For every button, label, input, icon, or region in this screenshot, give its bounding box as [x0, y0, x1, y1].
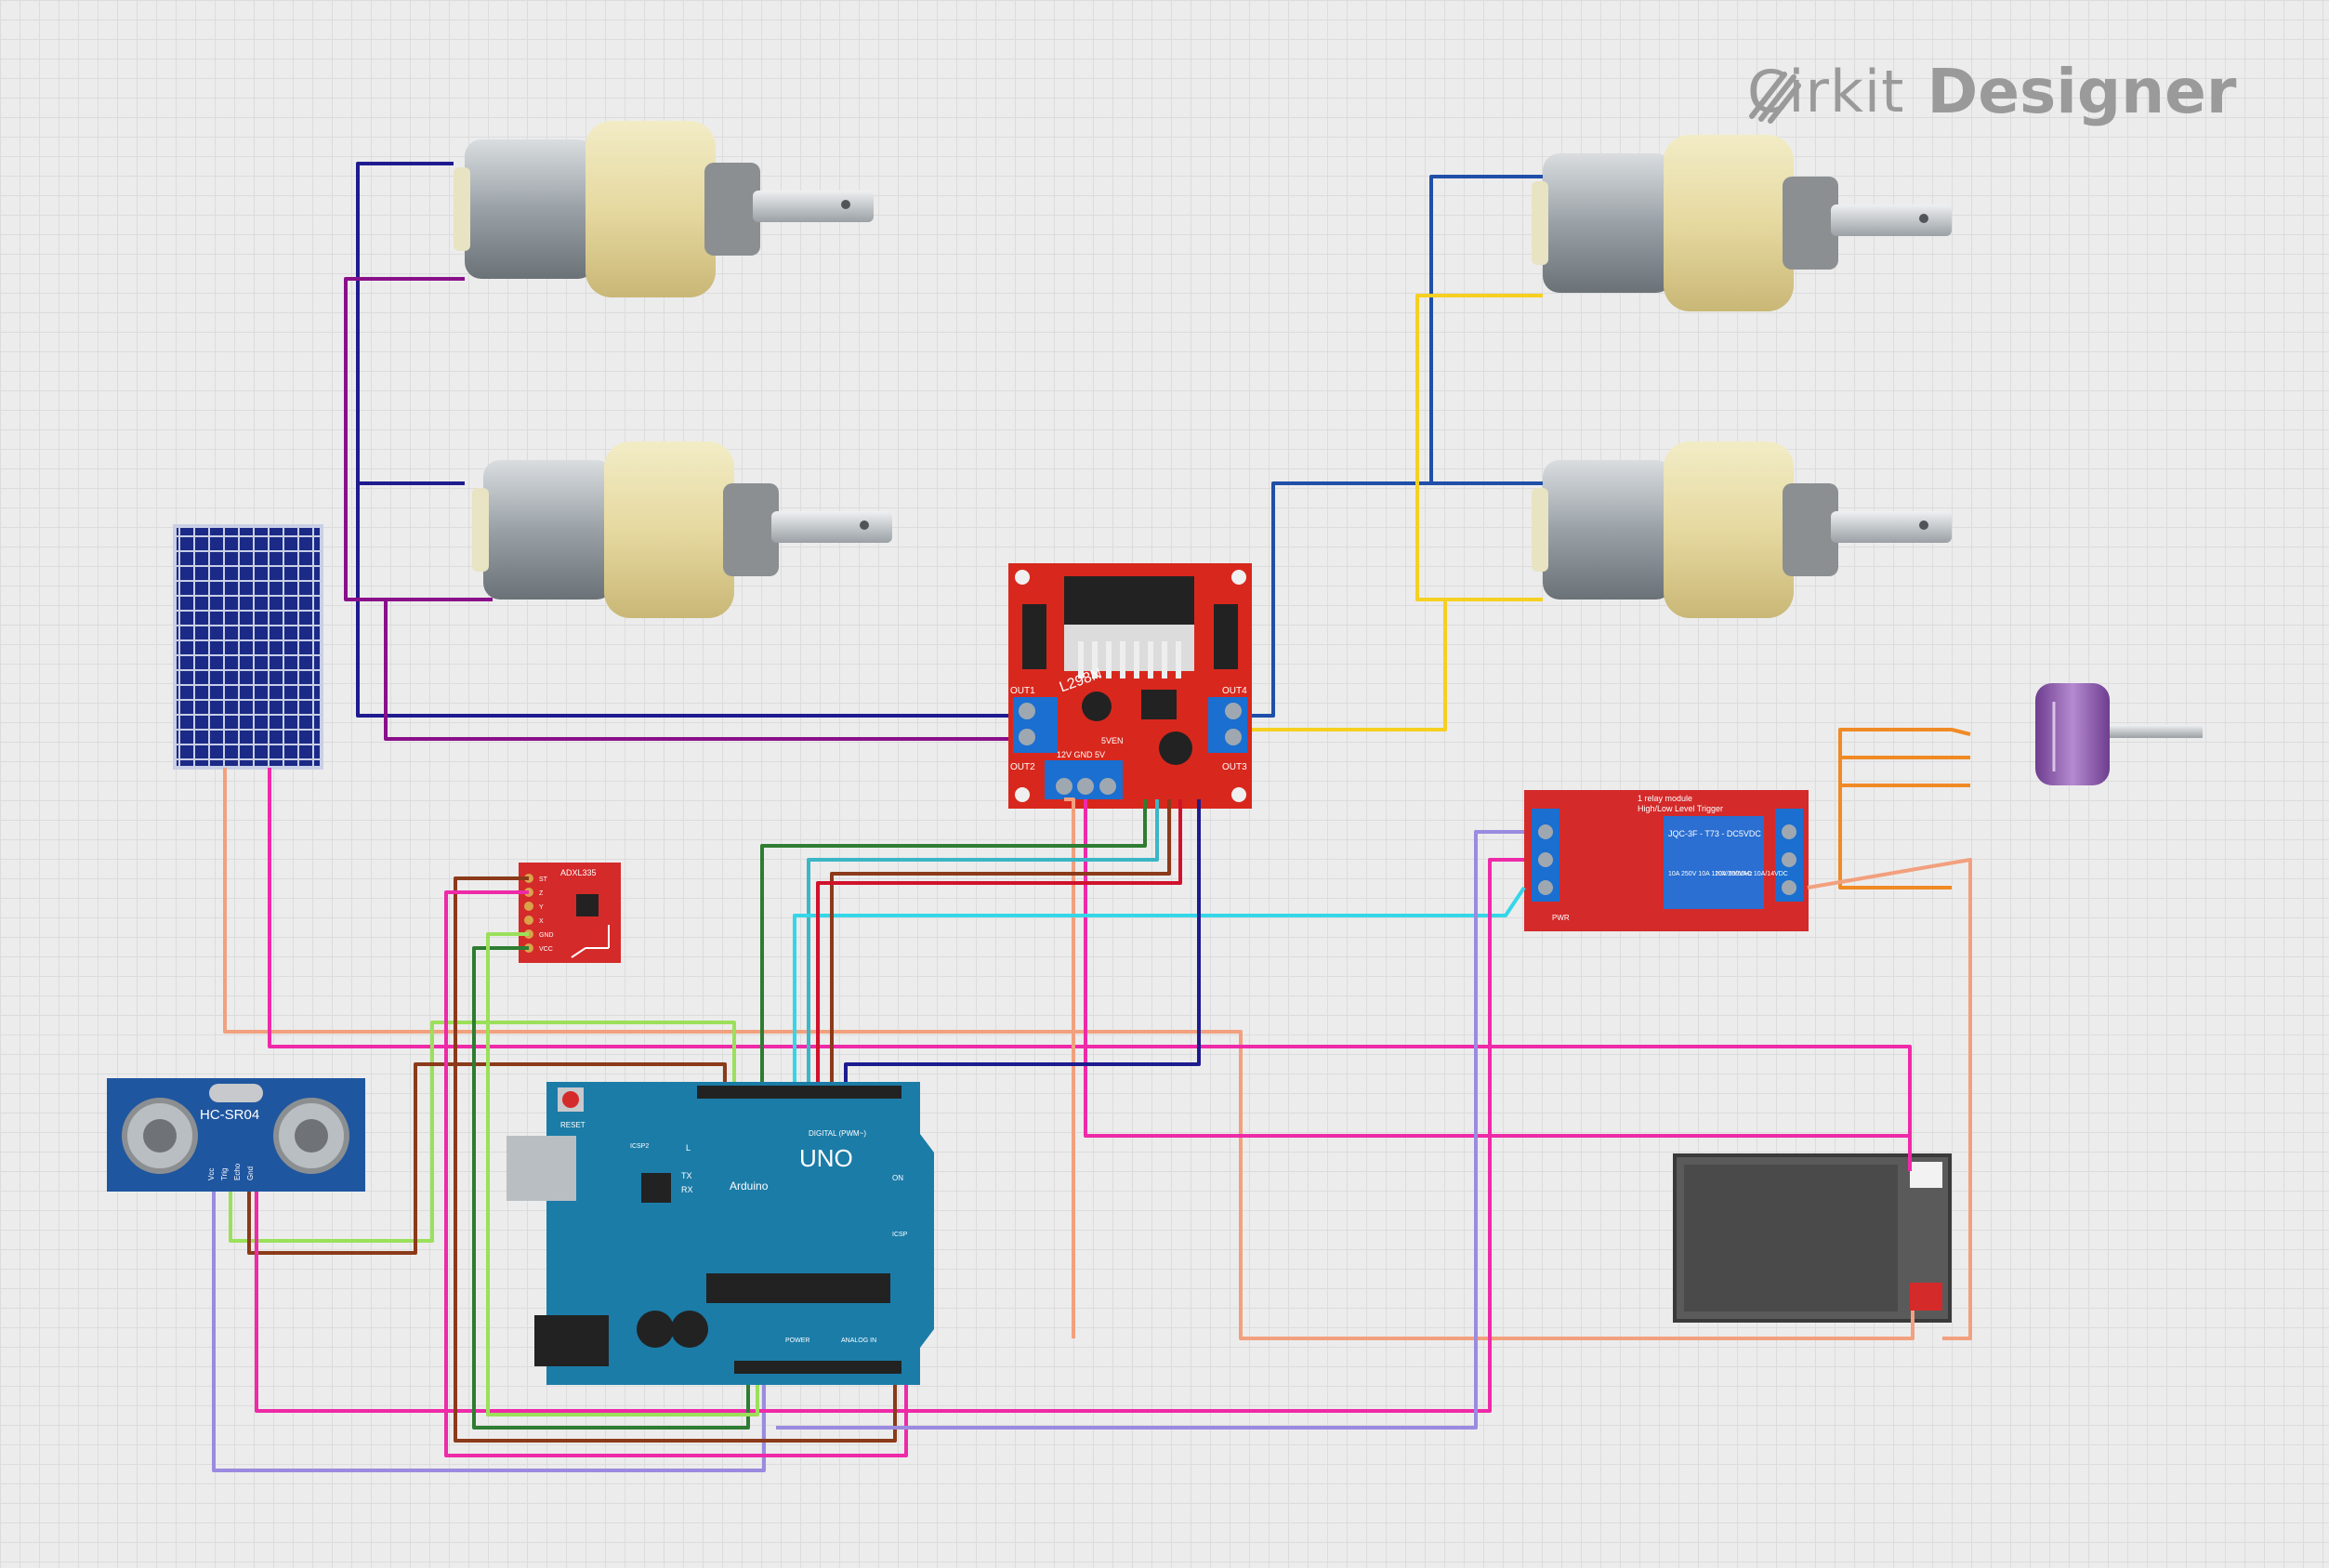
hc-sr04-pin-vcc: Vcc — [207, 1168, 216, 1180]
branding-header: Cirkit Designer — [1747, 56, 2236, 127]
driver-power-label: 12V GND 5V — [1057, 750, 1105, 759]
wire-pink-21[interactable] — [444, 890, 908, 1457]
wire-yellow-3[interactable] — [1252, 294, 1543, 731]
wire-pink-18[interactable] — [255, 858, 1524, 1413]
adxl335-pin-z: Z — [539, 890, 544, 897]
adxl335-pin-y: Y — [539, 904, 544, 911]
dc-motor-top-left[interactable] — [454, 121, 874, 297]
dc-motor-top-right[interactable] — [1532, 135, 1952, 311]
l298n-driver[interactable]: L298N OUT1 OUT2 OUT3 OUT4 5VEN 12V GND 5… — [1008, 563, 1252, 809]
wire-orange-4[interactable] — [1838, 728, 1971, 889]
relay-rating-right: 10A/250VAC 10A/14VDC — [1715, 871, 1788, 877]
adxl335-pin-vcc: VCC — [539, 946, 553, 953]
arduino-led-rx: RX — [681, 1185, 693, 1194]
adxl335-pin-gnd: GND — [539, 932, 554, 939]
dc-motor-mid-right[interactable] — [1532, 441, 1952, 618]
relay-part-number: JQC-3F - T73 - DC5VDC — [1668, 829, 1761, 838]
wire-lavender-22[interactable] — [776, 830, 1524, 1430]
wire-teal-10[interactable] — [807, 799, 1159, 1082]
driver-enable-label: 5VEN — [1101, 736, 1124, 745]
relay-pwr-label: PWR — [1552, 914, 1570, 922]
wire-pink-6[interactable] — [268, 768, 1912, 1162]
cirkit-logo-icon — [1749, 72, 1801, 124]
hc-sr04-label: HC-SR04 — [200, 1107, 259, 1123]
wire-green-9[interactable] — [760, 799, 1147, 1082]
heatsink-fins — [1078, 641, 1181, 679]
driver-out4-label: OUT4 — [1222, 686, 1247, 696]
driver-out1-label: OUT1 — [1010, 686, 1035, 696]
brand-designer: Designer — [1927, 56, 2237, 127]
adxl335-accelerometer[interactable]: ADXL335 ST Z Y X GND VCC — [519, 863, 621, 963]
adxl335-pin-x: X — [539, 918, 544, 925]
arduino-on-label: ON — [892, 1174, 903, 1182]
arduino-power-label: POWER — [785, 1337, 809, 1344]
arduino-brand: Arduino — [730, 1179, 769, 1192]
wire-brown-12[interactable] — [830, 799, 1171, 1082]
wire-red-13[interactable] — [816, 799, 1182, 1082]
adxl335-pin-st: ST — [539, 876, 548, 883]
arduino-uno-logo: UNO — [799, 1144, 853, 1172]
wire-lime-23[interactable] — [486, 932, 759, 1416]
wires-layer — [212, 162, 1972, 1472]
relay-subtitle: High/Low Level Trigger — [1638, 804, 1723, 813]
battery[interactable] — [1673, 1153, 1952, 1323]
arduino-icsp-label: ICSP — [892, 1232, 908, 1238]
driver-out2-label: OUT2 — [1010, 762, 1035, 772]
adxl335-label: ADXL335 — [560, 868, 597, 877]
arduino-reset-label: RESET — [560, 1121, 586, 1129]
arduino-uno[interactable]: UNO Arduino RESET ICSP2 DIGITAL (PWM~) P… — [507, 1082, 934, 1385]
wire-salmon-5[interactable] — [223, 768, 1915, 1340]
wire-lavender-17[interactable] — [212, 1192, 766, 1472]
relay-rating-left: 10A 250V 10A 120V 50/60Hz — [1668, 871, 1753, 877]
driver-out3-label: OUT3 — [1222, 762, 1247, 772]
wire-salmon-7[interactable] — [1064, 797, 1972, 1340]
wire-lime-15[interactable] — [229, 1021, 736, 1243]
wire-pink-8[interactable] — [1084, 799, 1912, 1171]
solar-panel[interactable] — [173, 524, 323, 770]
axis-arrows-icon — [571, 925, 610, 958]
wire-brown-16[interactable] — [247, 1062, 727, 1255]
hc-sr04-pin-echo: Echo — [233, 1163, 242, 1180]
hc-sr04-pin-gnd: Gnd — [246, 1166, 255, 1180]
arduino-analog-label: ANALOG IN — [841, 1337, 876, 1344]
wire-brown-20[interactable] — [454, 876, 897, 1443]
arduino-icsp2-label: ICSP2 — [630, 1143, 649, 1150]
arduino-led-tx: TX — [681, 1171, 692, 1180]
wire-cyan-11[interactable] — [793, 886, 1526, 1082]
hc-sr04-pin-trig: Trig — [220, 1168, 229, 1180]
bldc-motor[interactable] — [2035, 683, 2203, 785]
dc-motor-mid-left[interactable] — [472, 441, 892, 618]
arduino-digital-label: DIGITAL (PWM~) — [809, 1129, 866, 1138]
wire-navy-14[interactable] — [844, 799, 1201, 1082]
arduino-led-l: L — [686, 1143, 691, 1153]
wire-blue-2[interactable] — [1252, 175, 1543, 718]
relay-title: 1 relay module — [1638, 794, 1692, 803]
hc-sr04-ultrasonic[interactable]: HC-SR04 Vcc Trig Echo Gnd — [107, 1078, 365, 1192]
wire-navy-0[interactable] — [356, 162, 1008, 718]
wire-purple-1[interactable] — [344, 277, 1008, 741]
relay-module[interactable]: 1 relay module High/Low Level Trigger JQ… — [1524, 790, 1809, 931]
brand-cirkit: Cirkit — [1747, 58, 1905, 125]
